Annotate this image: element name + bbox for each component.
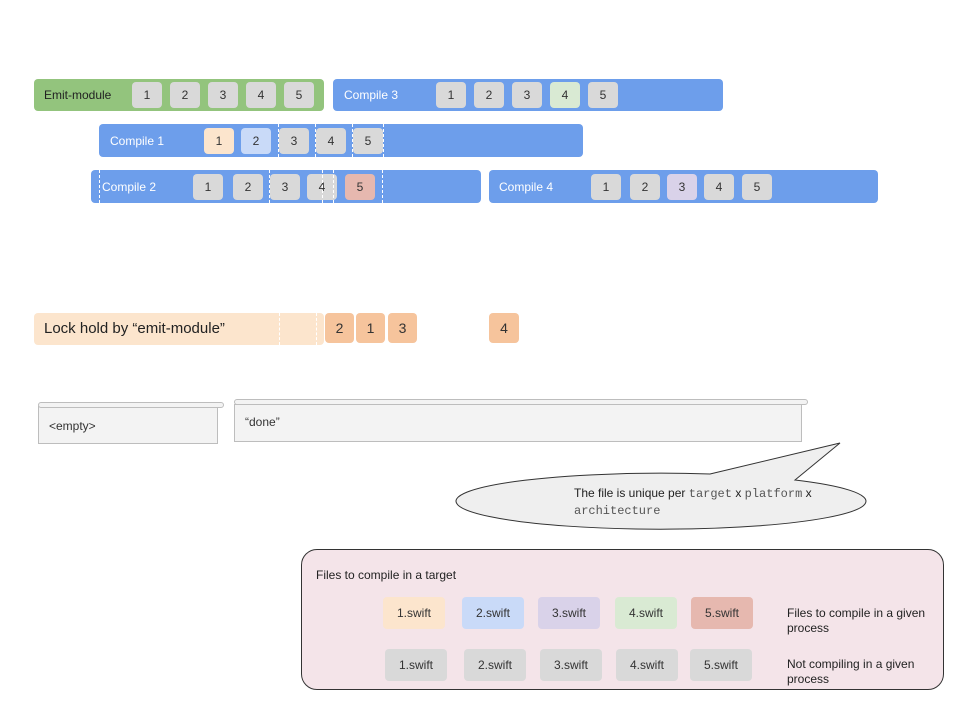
compile4-chip-4: 4 [704, 174, 734, 200]
compile1-chip-2: 2 [241, 128, 271, 154]
compile2-chip-3: 3 [270, 174, 300, 200]
legend-file-3-compiling: 3.swift [538, 597, 600, 629]
empty-scroll-text: <empty> [49, 419, 96, 433]
compile4-chip-1: 1 [591, 174, 621, 200]
compile2-bar: Compile 2 1 2 3 4 5 [91, 170, 481, 203]
legend-title: Files to compile in a target [316, 568, 457, 582]
compile3-chip-5: 5 [588, 82, 618, 108]
callout-code-platform: platform [744, 487, 803, 501]
compile3-chip-1: 1 [436, 82, 466, 108]
done-scroll-roll [234, 399, 808, 405]
compile2-divider [382, 170, 383, 203]
compile2-chip-1: 1 [193, 174, 223, 200]
compile3-chip-4: 4 [550, 82, 580, 108]
compile3-bar: Compile 3 1 2 3 4 5 [333, 79, 723, 111]
legend-file-4-compiling: 4.swift [615, 597, 677, 629]
emit-module-bar: Emit-module 1 2 3 4 5 [34, 79, 324, 111]
compile1-chip-4: 4 [316, 128, 346, 154]
compile2-chip-5: 5 [345, 174, 375, 200]
compile1-divider [278, 124, 279, 157]
compile3-chip-2: 2 [474, 82, 504, 108]
legend-file-3-idle: 3.swift [540, 649, 602, 681]
compile2-divider [269, 170, 270, 203]
legend-file-5-idle: 5.swift [690, 649, 752, 681]
lock-queue-chip-3: 3 [388, 313, 417, 343]
lock-bar: Lock hold by “emit-module” [34, 313, 324, 345]
lock-label: Lock hold by “emit-module” [44, 320, 225, 337]
legend-file-4-idle: 4.swift [616, 649, 678, 681]
compile1-chip-1: 1 [204, 128, 234, 154]
callout-times: x [735, 486, 742, 500]
callout-code-target: target [688, 487, 732, 501]
callout-text: The file is unique per target x platform… [574, 485, 874, 519]
compile1-bar: Compile 1 1 2 3 4 5 [99, 124, 583, 157]
compile1-divider [352, 124, 353, 157]
compile2-divider [322, 170, 323, 203]
emit-module-label: Emit-module [44, 88, 112, 102]
legend-file-2-idle: 2.swift [464, 649, 526, 681]
compile1-chip-5: 5 [353, 128, 383, 154]
done-scroll: “done” [234, 404, 802, 442]
emit-chip-3: 3 [208, 82, 238, 108]
lock-chip-4: 4 [489, 313, 519, 343]
callout-text-before: The file is unique per [574, 486, 686, 500]
compile4-chip-3: 3 [667, 174, 697, 200]
legend-file-2-compiling: 2.swift [462, 597, 524, 629]
emit-chip-1: 1 [132, 82, 162, 108]
compile1-divider [315, 124, 316, 157]
compile2-chip-2: 2 [233, 174, 263, 200]
legend-file-1-idle: 1.swift [385, 649, 447, 681]
compile1-chip-3: 3 [279, 128, 309, 154]
legend-file-5-compiling: 5.swift [691, 597, 753, 629]
empty-scroll: <empty> [38, 406, 218, 444]
lock-divider [279, 313, 280, 345]
legend-file-1-compiling: 1.swift [383, 597, 445, 629]
compile3-chip-3: 3 [512, 82, 542, 108]
legend-panel: Files to compile in a target 1.swift 2.s… [301, 549, 944, 690]
compile4-chip-2: 2 [630, 174, 660, 200]
compile4-chip-5: 5 [742, 174, 772, 200]
compile1-label: Compile 1 [110, 134, 165, 148]
emit-chip-5: 5 [284, 82, 314, 108]
legend-not-compiling-desc: Not compiling in a given process [787, 657, 915, 686]
lock-queue-chip-1: 1 [356, 313, 385, 343]
compile1-divider [383, 124, 384, 157]
done-scroll-text: “done” [245, 415, 280, 429]
compile2-divider [333, 170, 334, 203]
emit-chip-2: 2 [170, 82, 200, 108]
compile2-label: Compile 2 [102, 180, 157, 194]
lock-queue-chip-2: 2 [325, 313, 354, 343]
compile4-label: Compile 4 [499, 180, 554, 194]
lock-divider [316, 313, 317, 345]
callout-code-architecture: architecture [574, 504, 661, 518]
callout-times: x [805, 486, 812, 500]
emit-chip-4: 4 [246, 82, 276, 108]
empty-scroll-roll [38, 402, 224, 408]
compile4-bar: Compile 4 1 2 3 4 5 [489, 170, 878, 203]
legend-compiling-desc: Files to compile in a given process [787, 606, 926, 635]
compile2-divider [99, 170, 100, 203]
compile3-label: Compile 3 [344, 88, 399, 102]
